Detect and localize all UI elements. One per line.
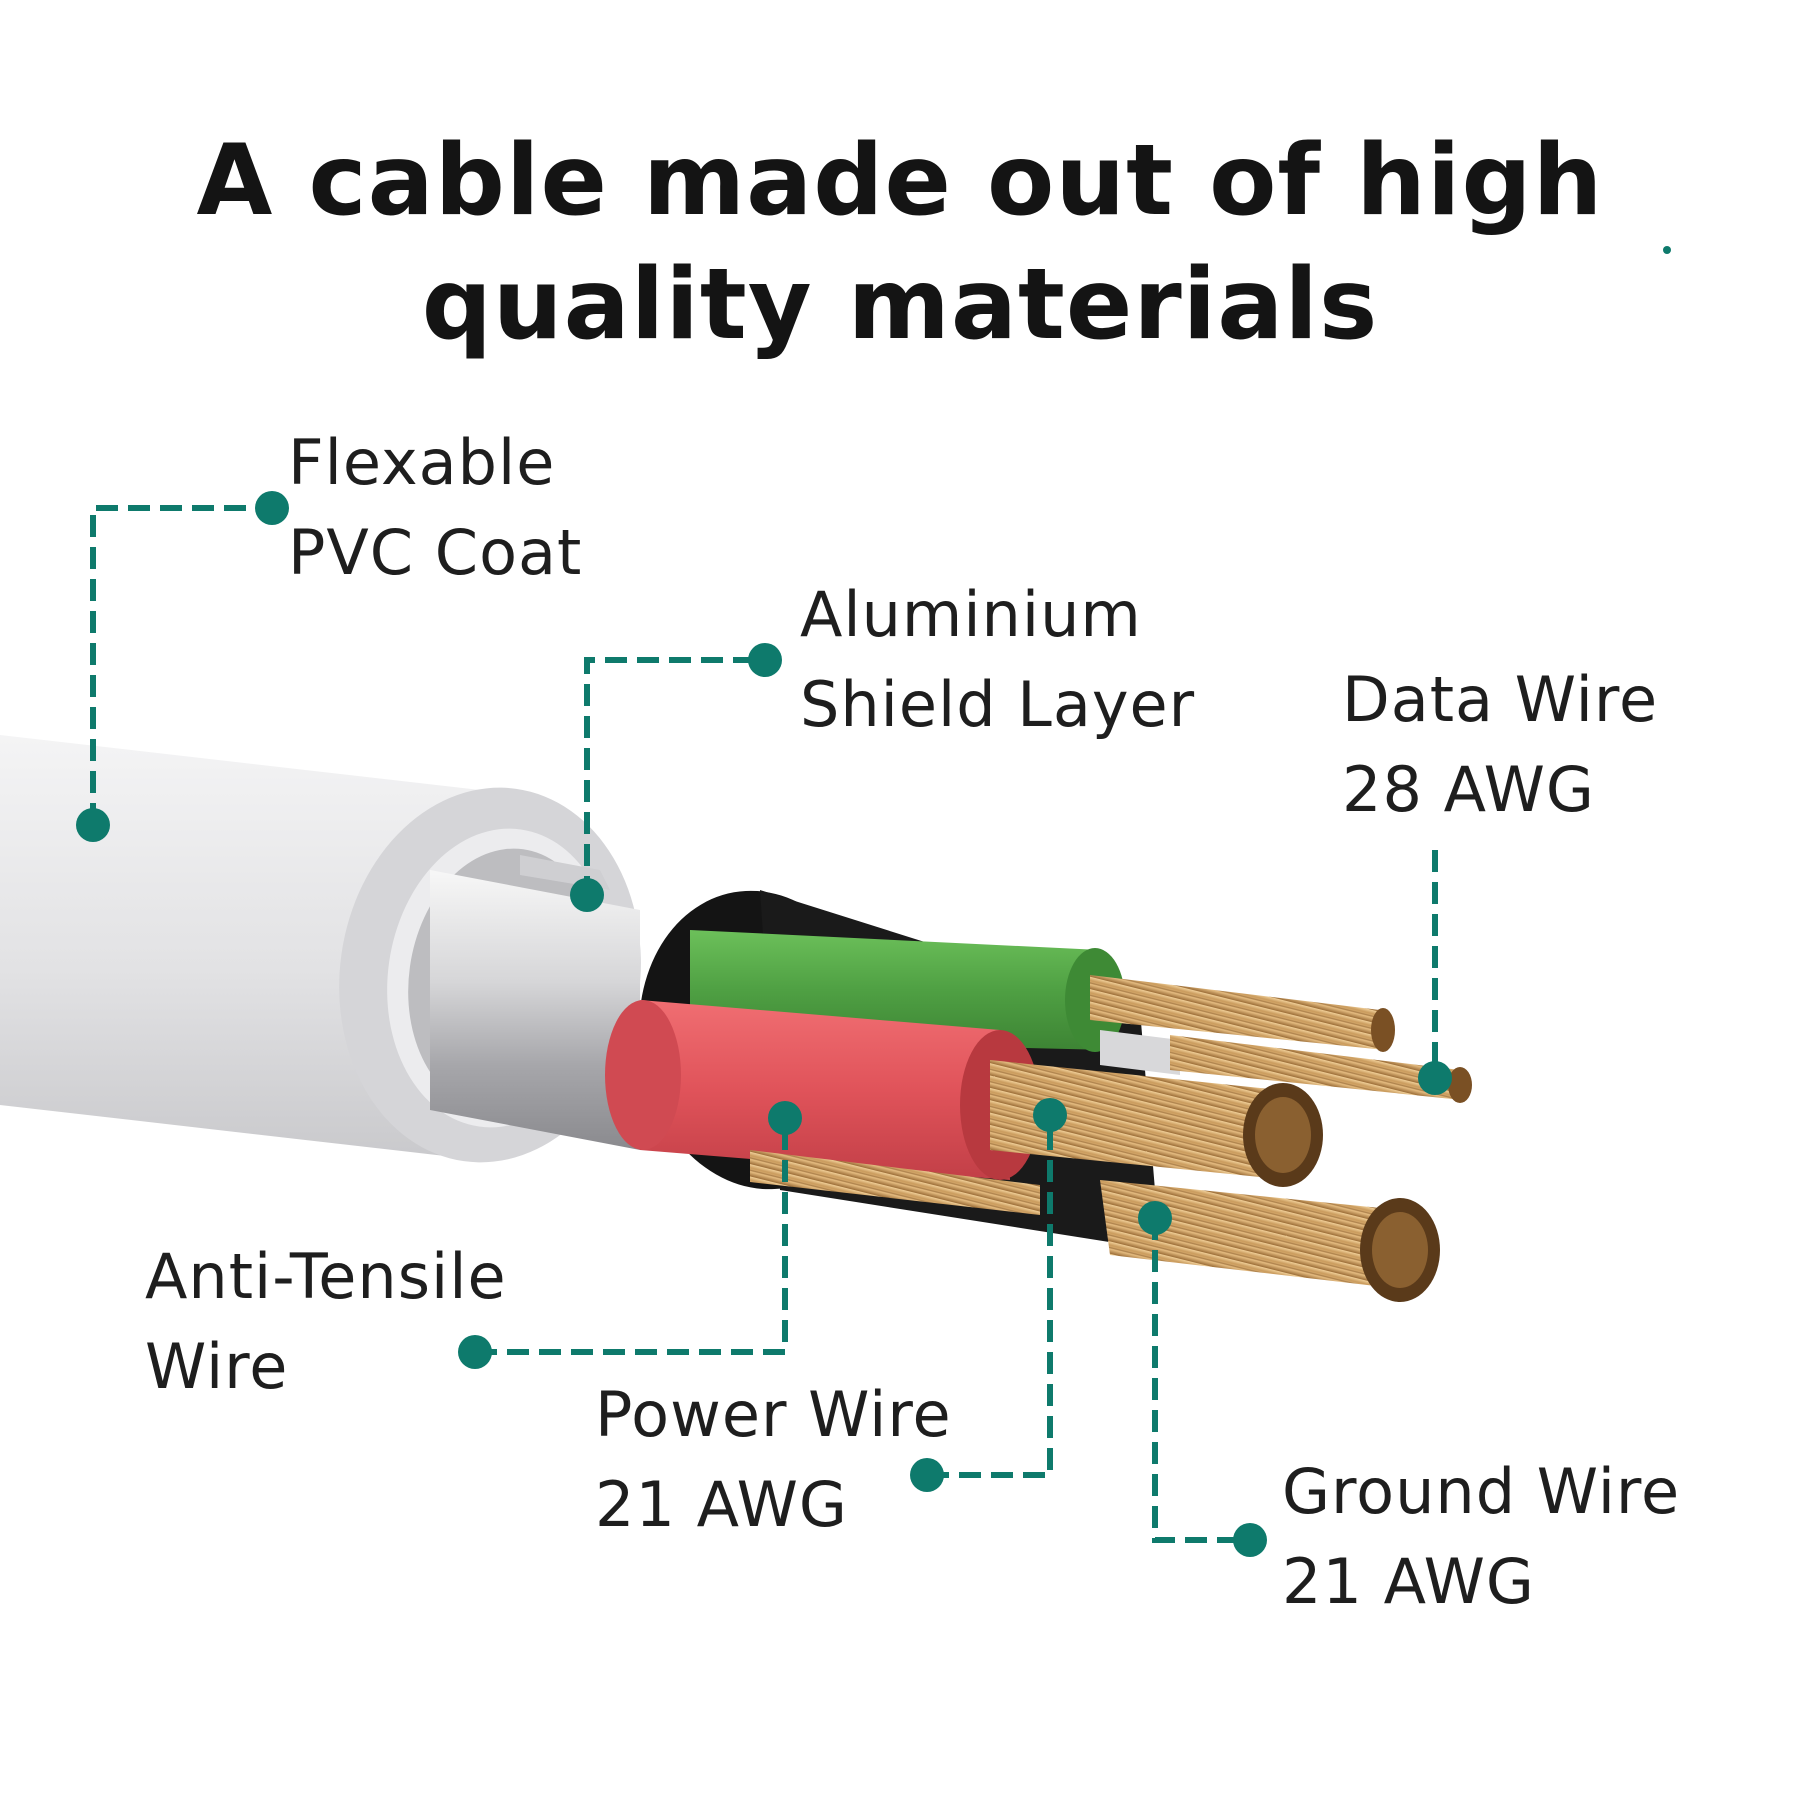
- leader-power: [927, 1115, 1053, 1478]
- leader-pvc: [90, 505, 272, 825]
- callout-tensile-line-2: Wire: [145, 1330, 289, 1403]
- callout-data-line-1: Data Wire: [1342, 663, 1659, 736]
- page-title-line-2: quality materials: [421, 248, 1379, 362]
- anti-tensile-wire-strand: [750, 1150, 1040, 1215]
- dot-tensile-start: [458, 1335, 492, 1369]
- callout-data-line-2: 28 AWG: [1342, 753, 1595, 826]
- dot-pvc-end: [255, 491, 289, 525]
- leader-ground: [1152, 1218, 1250, 1543]
- callout-tensile-line-1: Anti-Tensile: [145, 1240, 507, 1313]
- callout-pvc-line-1: Flexable: [288, 426, 556, 499]
- white-data-wire: [1100, 1030, 1472, 1103]
- dot-shield-start: [570, 878, 604, 912]
- callout-pvc-line-2: PVC Coat: [288, 516, 583, 589]
- dot-power-end: [1033, 1098, 1067, 1132]
- callout-ground-line-1: Ground Wire: [1282, 1455, 1681, 1528]
- callout-anti-tensile-wire: Anti-Tensile Wire: [145, 1232, 507, 1412]
- callout-data-wire: Data Wire 28 AWG: [1342, 655, 1658, 835]
- ground-wire: [1100, 1180, 1440, 1302]
- leader-shield: [584, 657, 765, 898]
- callout-power-line-1: Power Wire: [595, 1378, 952, 1451]
- callout-ground-wire: Ground Wire 21 AWG: [1282, 1447, 1680, 1627]
- callout-aluminium-shield: Aluminium Shield Layer: [800, 570, 1195, 750]
- leader-tensile: [475, 1118, 788, 1355]
- dot-ground-end: [1233, 1523, 1267, 1557]
- callout-ground-line-2: 21 AWG: [1282, 1545, 1535, 1618]
- dot-shield-end: [748, 643, 782, 677]
- callout-shield-line-2: Shield Layer: [800, 668, 1196, 741]
- callout-power-line-2: 21 AWG: [595, 1468, 848, 1541]
- stray-dot: [1663, 246, 1671, 254]
- dot-power-start: [910, 1458, 944, 1492]
- dot-pvc-start: [76, 808, 110, 842]
- callout-shield-line-1: Aluminium: [800, 578, 1142, 651]
- dot-ground-start: [1138, 1201, 1172, 1235]
- page-title-line-1: A cable made out of high: [196, 124, 1604, 238]
- callout-power-wire: Power Wire 21 AWG: [595, 1370, 952, 1550]
- red-power-wire: [605, 1000, 1323, 1187]
- dot-data: [1418, 1061, 1452, 1095]
- callout-pvc-coat: Flexable PVC Coat: [288, 418, 582, 598]
- dot-tensile-end: [768, 1101, 802, 1135]
